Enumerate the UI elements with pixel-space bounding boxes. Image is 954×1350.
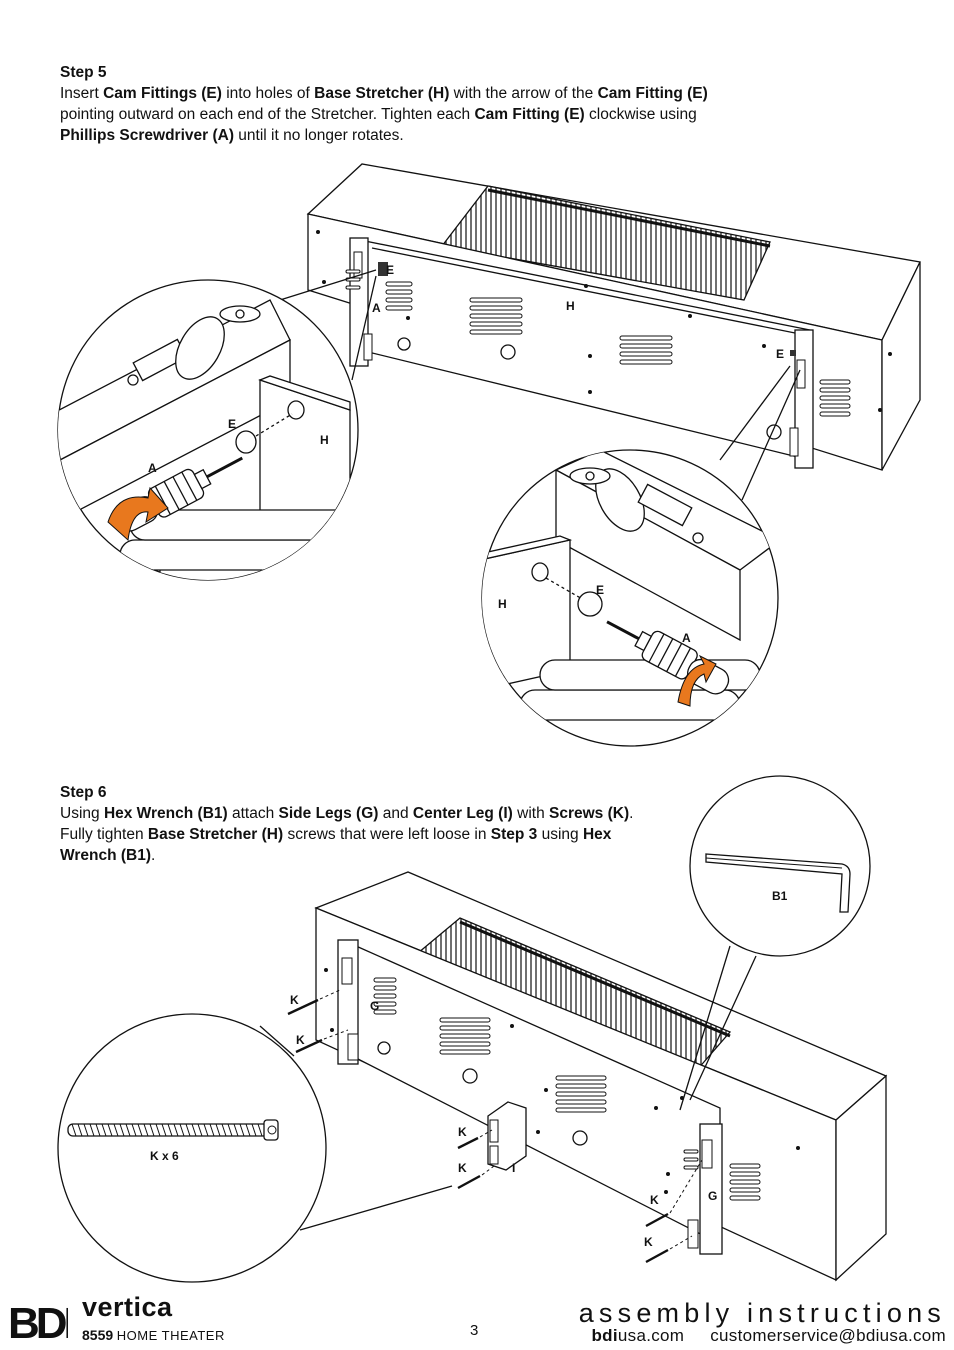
- email-link[interactable]: customerservice@bdiusa.com: [710, 1326, 946, 1345]
- callout-screw-detail: [57, 1013, 327, 1283]
- instruction-text: into holes of: [221, 85, 315, 102]
- label-E-callout1: E: [228, 417, 236, 431]
- callout-hex-wrench-detail: [689, 775, 871, 957]
- instruction-text: pointing outward on each end of the Stre…: [60, 106, 475, 123]
- label-E-callout2: E: [596, 583, 604, 597]
- label-K-3: K: [458, 1125, 467, 1139]
- instruction-text: Insert: [60, 85, 104, 102]
- part-reference: Hex Wrench (B1): [103, 805, 228, 822]
- instruction-text: clockwise using: [584, 106, 697, 123]
- instruction-text: Using: [60, 805, 104, 822]
- instruction-text: with: [512, 805, 550, 822]
- part-reference: Cam Fitting (E): [597, 85, 708, 102]
- label-K-6: K: [644, 1235, 653, 1249]
- label-K-count: K x 6: [150, 1149, 179, 1163]
- assembly-instructions-heading: assembly instructions: [578, 1298, 946, 1328]
- label-H-callout2: H: [498, 597, 507, 611]
- part-reference: Hex Wrench (B1): [60, 826, 612, 864]
- part-reference: Phillips Screwdriver (A): [60, 127, 234, 144]
- label-G-2: G: [708, 1189, 717, 1203]
- label-K-1: K: [290, 993, 299, 1007]
- website-link[interactable]: bdiusa.com: [591, 1326, 685, 1345]
- label-B1: B1: [772, 889, 788, 903]
- label-H-callout1: H: [320, 433, 329, 447]
- label-K-4: K: [458, 1161, 467, 1175]
- part-reference: Screws (K): [549, 805, 630, 822]
- bdi-logo-text: BDI: [8, 1299, 68, 1342]
- label-G-1: G: [370, 999, 379, 1013]
- part-reference: Center Leg (I): [412, 805, 513, 822]
- step-5-instructions: Step 5 Insert Cam Fittings (E) into hole…: [60, 62, 720, 146]
- part-reference: Cam Fittings (E): [103, 85, 222, 102]
- step-6-instructions: Step 6 Using Hex Wrench (B1) attach Side…: [60, 782, 660, 866]
- label-K-2: K: [296, 1033, 305, 1047]
- contact-info: bdiusa.com customerservice@bdiusa.com: [591, 1326, 946, 1346]
- product-name: vertica: [82, 1292, 173, 1322]
- label-E-1: E: [386, 263, 394, 277]
- instruction-text: with the arrow of the: [449, 85, 598, 102]
- step6-cabinet-drawing: [259, 871, 888, 1282]
- label-A-callout1: A: [148, 461, 157, 475]
- product-subtitle: 8559 HOME THEATER: [82, 1327, 225, 1343]
- instruction-text: and: [378, 805, 413, 822]
- label-E-2: E: [776, 347, 784, 361]
- instruction-text: until it no longer rotates.: [234, 127, 404, 144]
- assembly-illustration: E A H E: [57, 163, 921, 1283]
- instruction-text: . Fully tighten: [60, 805, 634, 843]
- part-reference: Side Legs (G): [278, 805, 379, 822]
- step5-cabinet-drawing: [279, 163, 921, 501]
- part-reference: Base Stretcher (H): [147, 826, 284, 843]
- label-A-1: A: [372, 301, 381, 315]
- label-I: I: [512, 1161, 515, 1175]
- instruction-text: screws that were left loose in: [283, 826, 491, 843]
- step-6-title: Step 6: [60, 784, 107, 801]
- instruction-text: .: [151, 847, 156, 864]
- label-K-5: K: [650, 1193, 659, 1207]
- product-description: HOME THEATER: [116, 1328, 225, 1343]
- label-A-callout2: A: [682, 631, 691, 645]
- callout-right-cam-detail: [481, 449, 779, 747]
- step-5-text: Insert Cam Fittings (E) into holes of Ba…: [60, 83, 720, 146]
- label-H-1: H: [566, 299, 575, 313]
- page-number: 3: [470, 1322, 479, 1339]
- callout-left-cam-detail: [57, 279, 359, 581]
- instruction-text: using: [537, 826, 583, 843]
- part-reference: Cam Fitting (E): [474, 106, 585, 123]
- product-number: 8559: [82, 1327, 114, 1343]
- step-6-text: Using Hex Wrench (B1) attach Side Legs (…: [60, 803, 660, 866]
- step-5-title: Step 5: [60, 64, 107, 81]
- part-reference: Step 3: [490, 826, 538, 843]
- instruction-text: attach: [227, 805, 279, 822]
- part-reference: Base Stretcher (H): [314, 85, 450, 102]
- bdi-logo: BDI: [8, 1299, 68, 1342]
